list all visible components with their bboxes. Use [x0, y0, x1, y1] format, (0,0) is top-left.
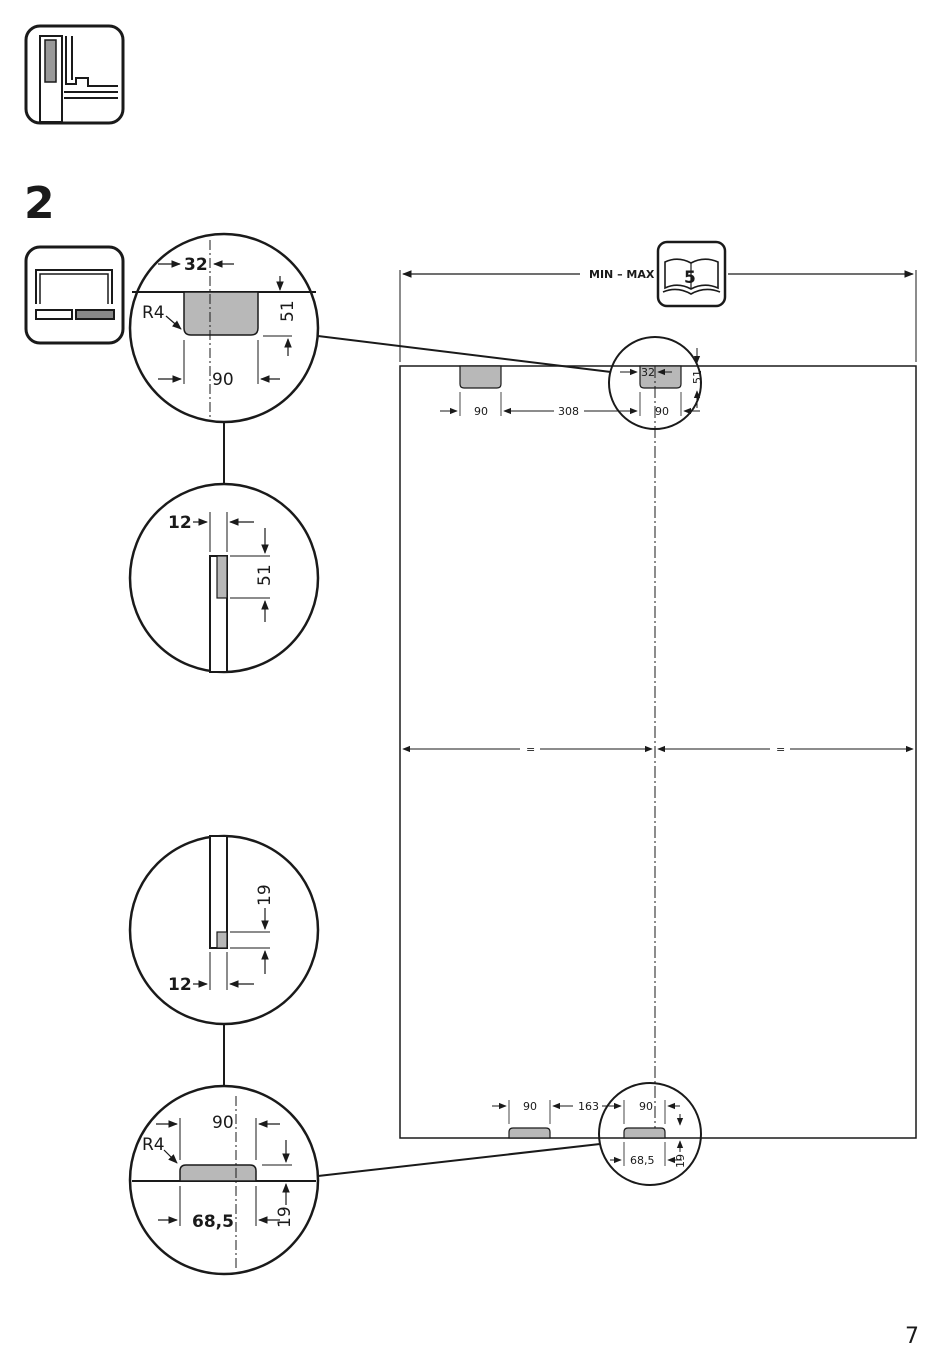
- top-cut-depth-label: 51: [278, 300, 298, 322]
- top-radius-label: R4: [142, 303, 165, 323]
- manual-reference-icon: 5: [656, 240, 727, 308]
- lower-edge-depth-label: 19: [255, 884, 275, 906]
- detail-circle-edge-lower: 12 19: [128, 834, 320, 1026]
- bottom-radius-label: R4: [142, 1135, 165, 1155]
- door-top-cut-depth: 51: [691, 370, 704, 384]
- bottom-cut-depth-label: 19: [275, 1206, 295, 1228]
- door-top-spacing: 308: [558, 405, 579, 418]
- door-panel: MIN – MAX 5 90 308 90 32: [399, 240, 917, 1186]
- door-bottom-cut-width: 68,5: [630, 1154, 655, 1167]
- manual-page-ref: 5: [684, 268, 696, 288]
- center-mark-right: =: [776, 743, 785, 756]
- door-bottom-cut-depth: 19: [674, 1154, 687, 1168]
- upper-edge-depth-label: 51: [255, 564, 275, 586]
- door-top-cut-width: 32: [641, 366, 655, 379]
- min-max-label: MIN – MAX: [589, 268, 655, 281]
- door-bottom-left-offset: 90: [523, 1100, 537, 1113]
- top-cut-width-label: 32: [184, 255, 208, 275]
- door-bottom-right-offset: 90: [639, 1100, 653, 1113]
- hinge-cutout: [183, 291, 259, 336]
- detail-circle-edge-upper: 12 51: [128, 482, 320, 674]
- center-mark-left: =: [526, 743, 535, 756]
- bottom-hinge-offset-label: 90: [212, 1113, 234, 1133]
- drawer-front-icon: [24, 245, 125, 345]
- top-hinge-offset-label: 90: [212, 370, 234, 390]
- lower-edge-thickness-label: 12: [168, 975, 192, 995]
- door-top-right-offset: 90: [655, 405, 669, 418]
- cabinet-corner-icon: [24, 24, 125, 125]
- bottom-hinge-cutout: [179, 1164, 257, 1182]
- bottom-cut-width-label: 68,5: [192, 1212, 234, 1232]
- upper-edge-thickness-label: 12: [168, 513, 192, 533]
- door-bottom-spacing: 163: [578, 1100, 599, 1113]
- page-number: 7: [905, 1324, 919, 1349]
- door-top-left-offset: 90: [474, 405, 488, 418]
- detail-circle-top: 32 51 90 R4: [128, 232, 320, 424]
- detail-circle-bottom: 90 68,5 19 R4: [128, 1084, 320, 1276]
- step-number: 2: [24, 178, 55, 229]
